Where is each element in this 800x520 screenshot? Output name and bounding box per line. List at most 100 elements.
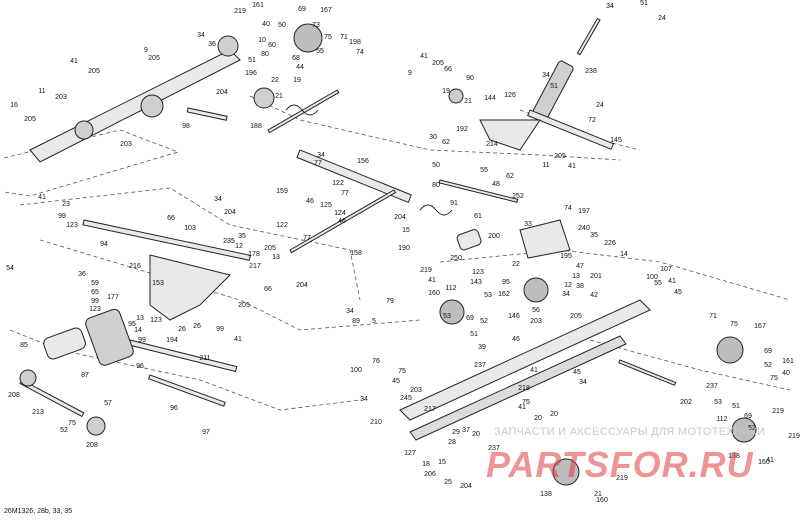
part-callout: 39 (478, 344, 486, 351)
part-callout: 33 (524, 221, 532, 228)
part-callout: 41 (518, 404, 526, 411)
part-callout: 34 (317, 152, 325, 159)
part-callout: 41 (70, 58, 78, 65)
part-callout: 69 (466, 315, 474, 322)
part-callout: 34 (562, 291, 570, 298)
part-callout: 66 (444, 66, 452, 73)
part-callout: 56 (532, 307, 540, 314)
part-callout: 41 (420, 53, 428, 60)
shaft (576, 17, 601, 56)
part-callout: 52 (764, 362, 772, 369)
part-callout: 161 (252, 2, 264, 9)
part-callout: 160 (596, 497, 608, 504)
part-callout: 52 (480, 318, 488, 325)
part-callout: 96 (170, 405, 178, 412)
part-callout: 22 (512, 261, 520, 268)
part-callout: 30 (429, 134, 437, 141)
part-callout: 205 (88, 68, 100, 75)
part-callout: 13 (572, 273, 580, 280)
part-callout: 69 (764, 348, 772, 355)
part-callout: 219 (772, 408, 784, 415)
part-callout: 41 (766, 457, 774, 464)
idler-wheel (217, 35, 239, 57)
shaft (618, 359, 677, 386)
part-callout: 12 (564, 282, 572, 289)
part-callout: 203 (530, 318, 542, 325)
part-callout: 11 (542, 162, 549, 169)
part-callout: 204 (460, 483, 472, 490)
part-callout: 21 (275, 93, 283, 100)
part-callout: 80 (261, 51, 269, 58)
part-callout: 23 (62, 201, 70, 208)
part-callout: 60 (268, 42, 276, 49)
part-callout: 71 (340, 34, 348, 41)
part-callout: 55 (316, 48, 324, 55)
part-callout: 41 (668, 278, 676, 285)
part-callout: 36 (208, 41, 216, 48)
part-callout: 46 (306, 198, 314, 205)
part-callout: 77 (314, 160, 322, 167)
part-callout: 48 (492, 181, 500, 188)
part-callout: 90 (466, 75, 474, 82)
part-callout: 77 (303, 235, 311, 242)
part-callout: 100 (646, 274, 658, 281)
part-callout: 195 (560, 253, 572, 260)
part-callout: 203 (120, 141, 132, 148)
part-callout: 204 (216, 89, 228, 96)
part-callout: 29 (452, 429, 460, 436)
part-callout: 62 (506, 173, 514, 180)
part-callout: 53 (484, 292, 492, 299)
watermark-logo: PARTSFOR.RU (486, 444, 754, 485)
part-callout: 198 (349, 39, 361, 46)
part-callout: 34 (542, 72, 550, 79)
part-callout: 112 (716, 416, 727, 423)
part-callout: 74 (564, 205, 572, 212)
part-callout: 35 (238, 233, 246, 240)
part-callout: 68 (292, 55, 300, 62)
part-callout: 178 (248, 251, 260, 258)
part-callout: 72 (588, 117, 596, 124)
part-callout: 213 (32, 409, 44, 416)
idler-wheel (439, 299, 465, 325)
part-callout: 96 (136, 363, 144, 370)
part-callout: 237 (474, 362, 486, 369)
part-callout: 89 (352, 318, 360, 325)
part-callout: 34 (197, 32, 205, 39)
part-callout: 85 (20, 342, 28, 349)
part-callout: 138 (728, 453, 740, 460)
part-callout: 122 (276, 222, 288, 229)
part-callout: 197 (578, 208, 590, 215)
part-callout: 210 (370, 419, 382, 426)
part-callout: 219 (788, 433, 800, 440)
part-callout: 145 (610, 137, 622, 144)
part-callout: 37 (462, 427, 470, 434)
part-callout: 158 (350, 250, 362, 257)
part-callout: 38 (576, 283, 584, 290)
part-callout: 205 (148, 55, 160, 62)
part-callout: 13 (136, 315, 144, 322)
part-callout: 194 (166, 337, 178, 344)
part-callout: 205 (24, 116, 36, 123)
part-callout: 45 (392, 378, 400, 385)
part-callout: 20 (550, 411, 558, 418)
shaft (186, 107, 228, 121)
part-callout: 13 (272, 254, 280, 261)
part-callout: 153 (152, 280, 164, 287)
part-callout: 211 (199, 355, 210, 362)
part-callout: 62 (442, 139, 450, 146)
part-callout: 14 (620, 251, 628, 258)
part-callout: 95 (128, 321, 136, 328)
part-callout: 138 (540, 491, 552, 498)
idler-wheel (74, 120, 94, 140)
part-callout: 156 (357, 158, 369, 165)
part-callout: 26 (178, 326, 186, 333)
part-callout: 167 (754, 323, 766, 330)
part-callout: 144 (484, 95, 496, 102)
part-callout: 217 (424, 406, 436, 413)
part-callout: 40 (782, 370, 790, 377)
part-callout: 190 (398, 245, 410, 252)
part-callout: 99 (216, 326, 224, 333)
part-callout: 75 (68, 420, 76, 427)
rear-bracket (519, 219, 571, 259)
